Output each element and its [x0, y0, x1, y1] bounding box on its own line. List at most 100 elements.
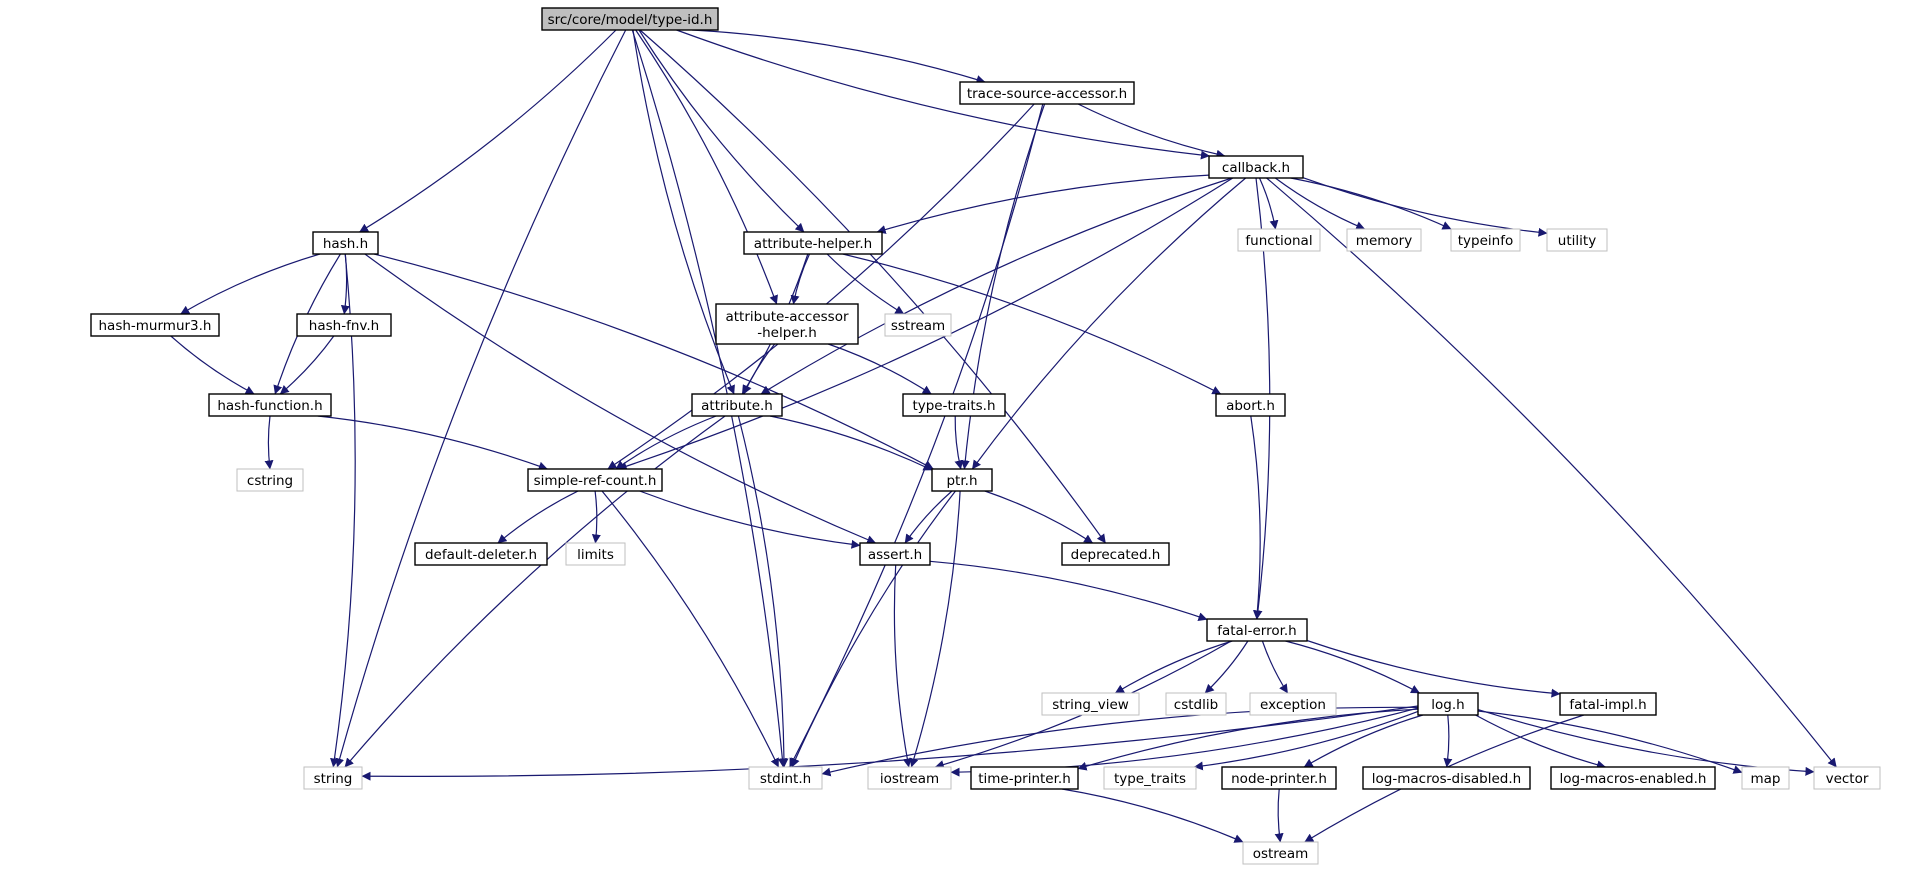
node-log_dis[interactable]: log-macros-disabled.h — [1362, 766, 1531, 790]
edge-type_traits_h-to-ptr — [954, 415, 964, 470]
node-box-memory — [1346, 228, 1422, 252]
edge-src-to-def_del — [497, 490, 579, 544]
node-label-iostream: iostream — [880, 771, 939, 787]
node-box-src — [527, 468, 663, 492]
edge-log-to-log_dis — [1443, 714, 1453, 768]
node-box-fnv — [296, 313, 392, 337]
node-string: string — [303, 766, 363, 790]
node-label-stdint: stdint.h — [760, 771, 811, 787]
node-box-abort — [1215, 393, 1286, 417]
node-label-type_traits_h: type-traits.h — [912, 398, 995, 414]
node-label-deprecated: deprecated.h — [1071, 547, 1161, 563]
node-src[interactable]: simple-ref-count.h — [527, 468, 663, 492]
edge-type_id-to-attribute — [632, 29, 735, 395]
node-log_en[interactable]: log-macros-enabled.h — [1550, 766, 1716, 790]
node-label-type_id: src/core/model/type-id.h — [548, 12, 713, 28]
node-attr_acc[interactable]: attribute-accessor-helper.h — [715, 303, 859, 345]
node-iostream: iostream — [867, 766, 952, 790]
node-box-attribute — [691, 393, 783, 417]
node-murmur[interactable]: hash-murmur3.h — [90, 313, 220, 337]
edge-callback-to-ptr — [971, 177, 1247, 470]
node-label-hash_func: hash-function.h — [217, 398, 322, 414]
edge-attr_helper-to-sstream — [826, 253, 905, 315]
edge-fnv-to-hash_func — [279, 335, 335, 395]
node-label-map: map — [1751, 771, 1781, 787]
node-box-limits — [565, 542, 626, 566]
node-fnv[interactable]: hash-fnv.h — [296, 313, 392, 337]
node-box-callback — [1208, 155, 1304, 179]
edge-trace_src-to-stdint — [789, 103, 1044, 768]
node-assert[interactable]: assert.h — [859, 542, 931, 566]
node-log[interactable]: log.h — [1417, 692, 1479, 716]
node-memory: memory — [1346, 228, 1422, 252]
edge-fatal_err-to-exception — [1261, 640, 1289, 694]
node-abort[interactable]: abort.h — [1215, 393, 1286, 417]
edge-fatal_err-to-string_view — [1114, 640, 1233, 694]
edge-src-to-assert — [639, 490, 861, 549]
edge-callback-to-src — [617, 177, 1234, 471]
node-label-string: string — [314, 771, 353, 787]
node-ptr[interactable]: ptr.h — [931, 468, 993, 492]
node-box-sstream — [884, 313, 952, 337]
edge-fatal_err-to-log — [1285, 640, 1420, 694]
node-label-fnv: hash-fnv.h — [309, 318, 379, 334]
node-label-limits: limits — [577, 547, 614, 563]
node-box-fatal_err — [1206, 618, 1308, 642]
edge-log-to-map — [1477, 710, 1743, 774]
node-box-log — [1417, 692, 1479, 716]
node-label-trace_src: trace-source-accessor.h — [967, 86, 1127, 102]
edge-ptr-to-iostream — [909, 490, 961, 768]
node-label-vector: vector — [1826, 771, 1869, 787]
node-box-vector — [1813, 766, 1881, 790]
node-trace_src[interactable]: trace-source-accessor.h — [959, 81, 1135, 105]
node-box-log_en — [1550, 766, 1716, 790]
node-label-typeinfo: typeinfo — [1458, 233, 1513, 249]
node-box-murmur — [90, 313, 220, 337]
node-box-utility — [1546, 228, 1608, 252]
node-attr_helper[interactable]: attribute-helper.h — [743, 231, 883, 255]
node-map: map — [1741, 766, 1790, 790]
node-hash[interactable]: hash.h — [312, 231, 379, 255]
node-exception: exception — [1249, 692, 1337, 716]
node-callback[interactable]: callback.h — [1208, 155, 1304, 179]
node-label-callback: callback.h — [1222, 160, 1290, 176]
edge-log-to-type_traits — [1193, 710, 1419, 771]
node-label-cstdlib: cstdlib — [1174, 697, 1218, 713]
node-type_traits_h[interactable]: type-traits.h — [902, 393, 1006, 417]
node-type_id[interactable]: src/core/model/type-id.h — [541, 7, 719, 31]
edge-attr_helper-to-attr_acc — [790, 253, 811, 305]
edge-fatal_err-to-cstdlib — [1204, 640, 1249, 694]
edge-attr_helper-to-abort — [842, 253, 1222, 395]
node-box-attr_acc — [715, 303, 859, 345]
node-time_printer[interactable]: time-printer.h — [970, 766, 1079, 790]
node-deprecated[interactable]: deprecated.h — [1061, 542, 1170, 566]
node-label-murmur: hash-murmur3.h — [98, 318, 211, 334]
node-node_printer[interactable]: node-printer.h — [1221, 766, 1337, 790]
node-attribute[interactable]: attribute.h — [691, 393, 783, 417]
node-string_view: string_view — [1041, 692, 1140, 716]
node-box-time_printer — [970, 766, 1079, 790]
node-hash_func[interactable]: hash-function.h — [208, 393, 332, 417]
node-fatal_impl[interactable]: fatal-impl.h — [1559, 692, 1657, 716]
node-box-type_traits_h — [902, 393, 1006, 417]
edge-ptr-to-stdint — [791, 490, 956, 768]
node-label-type_traits: type_traits — [1114, 771, 1186, 787]
node-vector: vector — [1813, 766, 1881, 790]
node-def_del[interactable]: default-deleter.h — [414, 542, 548, 566]
edge-type_id-to-hash — [359, 29, 617, 233]
edge-src-to-stdint — [601, 490, 780, 768]
node-box-typeinfo — [1450, 228, 1521, 252]
node-box-stdint — [748, 766, 823, 790]
edge-attr_acc-to-attribute — [743, 343, 776, 395]
node-fatal_err[interactable]: fatal-error.h — [1206, 618, 1308, 642]
node-box-string_view — [1041, 692, 1140, 716]
node-typeinfo: typeinfo — [1450, 228, 1521, 252]
node-box-log_dis — [1362, 766, 1531, 790]
edge-type_id-to-deprecated — [639, 29, 1106, 544]
edge-attribute-to-ptr — [769, 415, 933, 471]
node-label-node_printer: node-printer.h — [1231, 771, 1327, 787]
edge-type_id-to-callback — [676, 29, 1210, 160]
edge-ptr-to-assert — [904, 490, 953, 544]
edge-hash_func-to-src — [317, 415, 548, 471]
